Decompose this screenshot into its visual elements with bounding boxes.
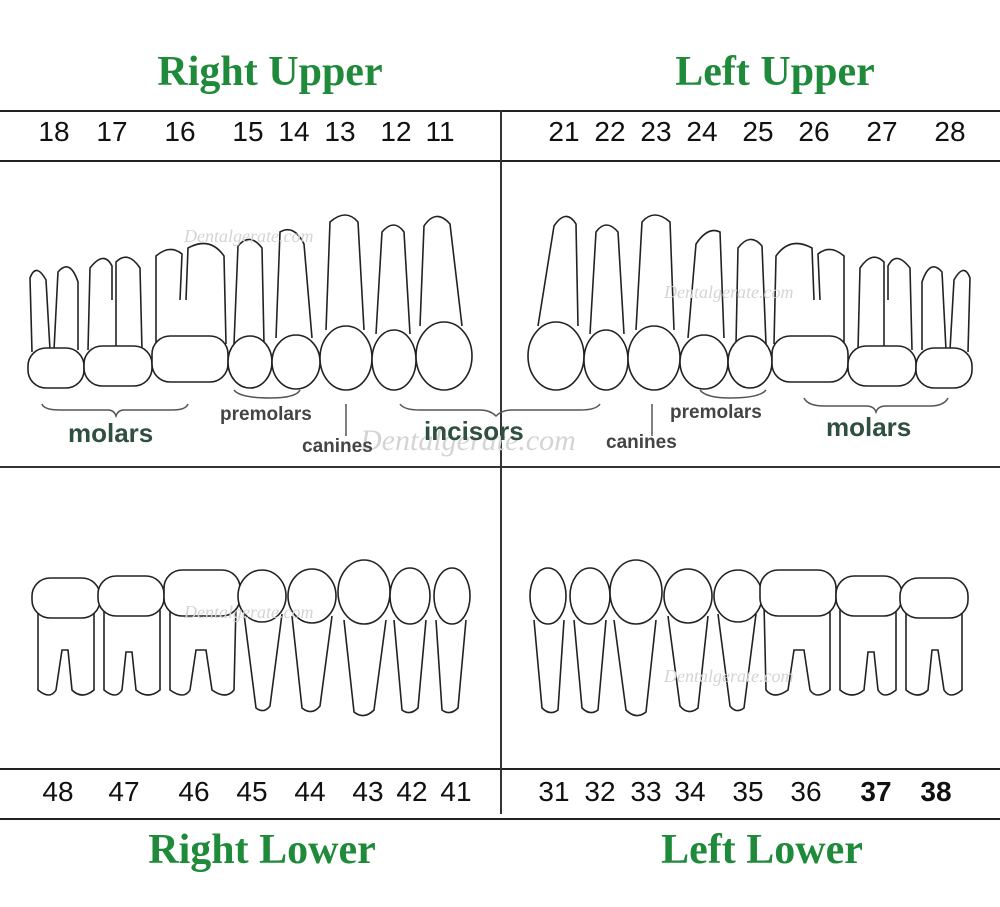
watermark-5: Dentalgerate.com: [664, 666, 794, 686]
tooth-number-36: 36: [790, 776, 822, 807]
upper-right-teeth: [27, 214, 473, 391]
label-canines-left: canines: [606, 432, 677, 453]
watermark-1: Dentalgerate.com: [184, 226, 314, 246]
tooth-number-37: 37: [860, 776, 892, 807]
tooth-number-31: 31: [538, 776, 570, 807]
title-left-lower: Left Lower: [661, 827, 863, 873]
tooth-number-34: 34: [674, 776, 706, 807]
tooth-number-18: 18: [38, 116, 70, 147]
tooth-number-33: 33: [630, 776, 662, 807]
lower-left-teeth: [529, 559, 969, 717]
tooth-number-17: 17: [96, 116, 128, 147]
tooth-number-45: 45: [236, 776, 268, 807]
lower-right-teeth: [31, 559, 471, 717]
tooth-number-38: 38: [920, 776, 952, 807]
watermark-2: Dentalgerate.com: [664, 282, 794, 302]
watermark-4: Dentalgerate.com: [184, 602, 314, 622]
tooth-number-46: 46: [178, 776, 210, 807]
group-brackets: [41, 389, 949, 436]
tooth-number-13: 13: [324, 116, 356, 147]
watermark-3: Dentalgerate.com: [360, 424, 576, 457]
tooth-number-47: 47: [108, 776, 140, 807]
tooth-number-43: 43: [352, 776, 384, 807]
tooth-number-35: 35: [732, 776, 764, 807]
tooth-number-24: 24: [686, 116, 718, 147]
tooth-number-27: 27: [866, 116, 898, 147]
label-premolars-left: premolars: [670, 402, 762, 423]
upper-left-teeth: [527, 214, 973, 391]
label-canines-right: canines: [302, 436, 373, 457]
tooth-number-14: 14: [278, 116, 310, 147]
tooth-number-23: 23: [640, 116, 672, 147]
tooth-number-32: 32: [584, 776, 616, 807]
tooth-number-42: 42: [396, 776, 428, 807]
tooth-number-26: 26: [798, 116, 830, 147]
tooth-number-16: 16: [164, 116, 196, 147]
label-premolars-right: premolars: [220, 404, 312, 425]
title-right-upper: Right Upper: [157, 49, 383, 95]
tooth-number-28: 28: [934, 116, 966, 147]
tooth-number-44: 44: [294, 776, 326, 807]
tooth-number-41: 41: [440, 776, 472, 807]
label-molars-left: molars: [826, 412, 912, 442]
tooth-number-12: 12: [380, 116, 412, 147]
tooth-number-21: 21: [548, 116, 580, 147]
title-left-upper: Left Upper: [675, 49, 875, 95]
tooth-number-15: 15: [232, 116, 264, 147]
tooth-number-25: 25: [742, 116, 774, 147]
label-incisors: incisors: [424, 416, 524, 446]
horizontal-divider: [0, 466, 1000, 468]
tooth-number-22: 22: [594, 116, 626, 147]
label-molars-right: molars: [68, 418, 154, 448]
tooth-number-11: 11: [425, 116, 455, 147]
title-right-lower: Right Lower: [148, 827, 376, 873]
vertical-midline: [500, 110, 502, 814]
tooth-number-48: 48: [42, 776, 74, 807]
